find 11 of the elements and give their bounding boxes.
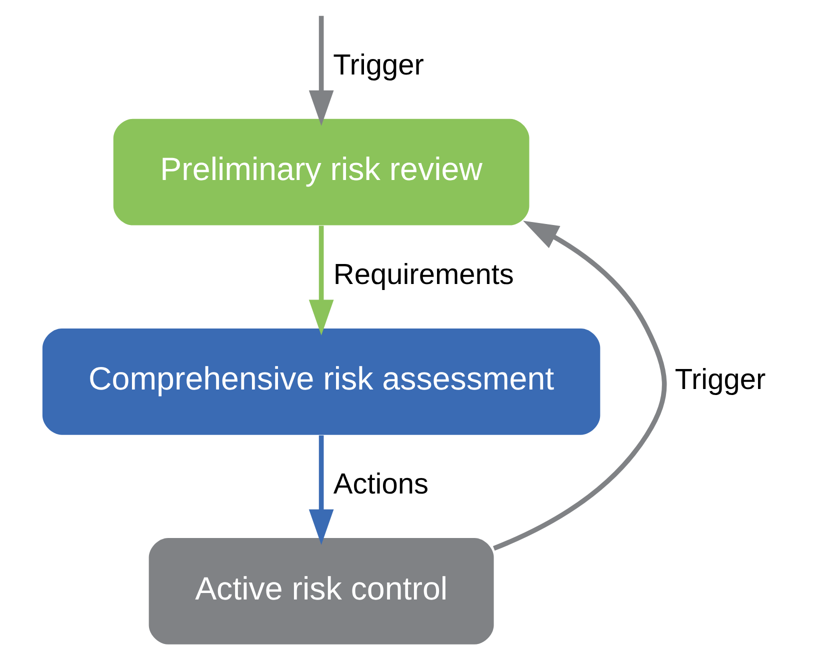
arrow (308, 435, 334, 545)
edge-label: Trigger (333, 49, 424, 82)
node-box: Comprehensive risk assessment (42, 328, 600, 435)
edge-label: Trigger (674, 364, 766, 396)
node-box: Preliminary risk review (113, 118, 530, 226)
arrow (308, 226, 334, 336)
node-box: Active risk control (148, 538, 494, 644)
arrow (492, 220, 667, 551)
edge-label: Actions (333, 468, 429, 501)
arrow (308, 16, 334, 126)
edge-label: Requirements (333, 258, 514, 291)
